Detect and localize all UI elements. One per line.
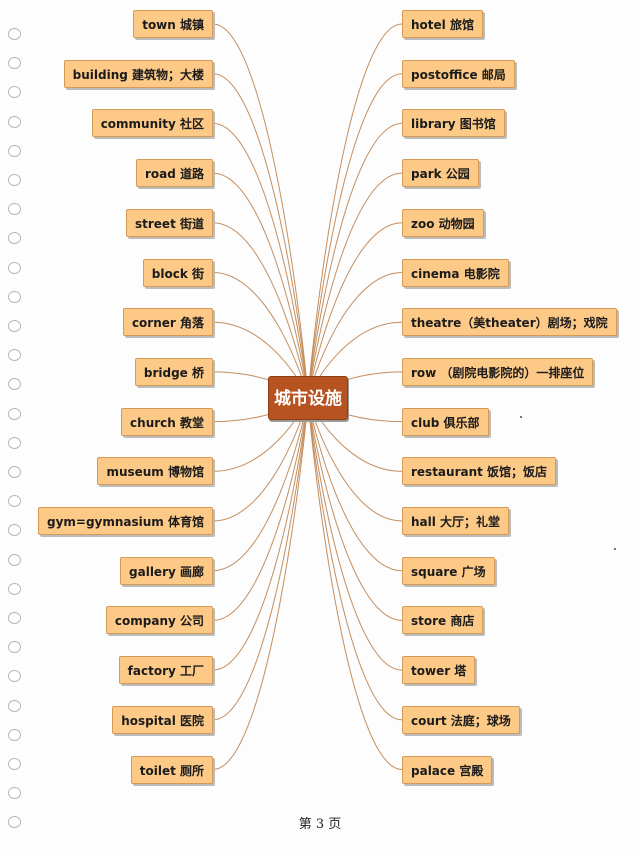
central-topic-node: 城市设施 (268, 376, 348, 420)
right-node: court 法庭；球场 (402, 705, 520, 734)
right-connector (307, 397, 403, 621)
binder-ring (8, 57, 21, 70)
left-connector (212, 397, 309, 621)
left-node: corner 角落 (122, 308, 213, 337)
right-node: postoffice 邮局 (402, 59, 515, 88)
binder-ring (8, 699, 21, 712)
right-node: cinema 电影院 (402, 258, 509, 287)
binder-ring (8, 232, 21, 245)
left-node: toilet 厕所 (130, 755, 213, 784)
binder-ring (8, 816, 21, 829)
left-node: hospital 医院 (112, 705, 213, 734)
binder-ring (8, 320, 21, 332)
binder-ring (8, 28, 21, 40)
binder-ring (8, 466, 21, 478)
right-node: theatre（美theater）剧场；戏院 (402, 308, 617, 337)
binder-ring (8, 436, 21, 449)
binder-ring (8, 174, 21, 186)
right-connector (307, 397, 403, 770)
left-node: block 街 (142, 258, 213, 287)
binder-ring (8, 728, 21, 741)
right-node: park 公园 (402, 159, 479, 188)
right-node: palace 宫殿 (402, 755, 493, 784)
left-node: bridge 桥 (134, 357, 213, 386)
binder-ring (8, 758, 21, 770)
binder-ring (8, 641, 21, 654)
binder-ring (8, 407, 21, 420)
right-node: library 图书馆 (402, 109, 505, 138)
right-connector (307, 23, 403, 399)
right-connector (307, 73, 403, 399)
binder-ring (8, 290, 21, 303)
left-connector (212, 397, 309, 770)
binder-ring (8, 203, 21, 216)
binder-ring (8, 378, 21, 391)
binder-ring (8, 115, 21, 128)
right-node: restaurant 饭馆；饭店 (402, 457, 557, 486)
left-connector (212, 172, 309, 399)
right-connector (307, 222, 403, 399)
right-node: club 俱乐部 (402, 407, 489, 436)
left-node: church 教堂 (121, 407, 213, 436)
binder-ring (8, 582, 21, 595)
right-connector (307, 397, 403, 572)
right-node: hall 大厅；礼堂 (402, 507, 510, 535)
left-connector (212, 73, 309, 399)
right-node: zoo 动物园 (402, 208, 484, 237)
scan-speck (614, 548, 616, 550)
left-connector (212, 23, 309, 399)
right-node: square 广场 (402, 556, 495, 585)
right-node: tower 塔 (402, 656, 476, 685)
binder-ring (8, 787, 21, 800)
left-node: street 街道 (126, 208, 213, 237)
left-node: company 公司 (105, 606, 213, 635)
left-node: building 建筑物；大楼 (63, 59, 213, 88)
binder-ring (8, 144, 21, 157)
right-node: row （剧院电影院的）一排座位 (402, 357, 594, 386)
left-node: museum 博物馆 (97, 457, 213, 486)
left-node: gallery 画廊 (120, 556, 213, 585)
right-connector (307, 172, 403, 399)
binder-ring (8, 349, 21, 362)
binder-ring (8, 553, 21, 566)
scan-speck (520, 416, 522, 418)
left-connector (212, 397, 309, 721)
left-node: town 城镇 (133, 10, 213, 38)
binder-ring (8, 86, 21, 99)
binder-ring (8, 261, 21, 274)
binder-ring (8, 612, 21, 624)
binder-ring (8, 670, 21, 683)
right-node: store 商店 (402, 606, 484, 635)
left-node: factory 工厂 (118, 656, 213, 685)
left-node: road 道路 (135, 159, 213, 188)
right-connector (307, 397, 403, 721)
right-node: hotel 旅馆 (402, 10, 483, 38)
left-connector (212, 397, 309, 572)
page-number: 第 3 页 (298, 817, 342, 832)
binder-ring (8, 524, 21, 537)
binder-ring (8, 495, 21, 508)
right-connector (307, 397, 403, 671)
left-node: community 社区 (91, 109, 213, 138)
left-node: gym=gymnasium 体育馆 (37, 507, 213, 535)
